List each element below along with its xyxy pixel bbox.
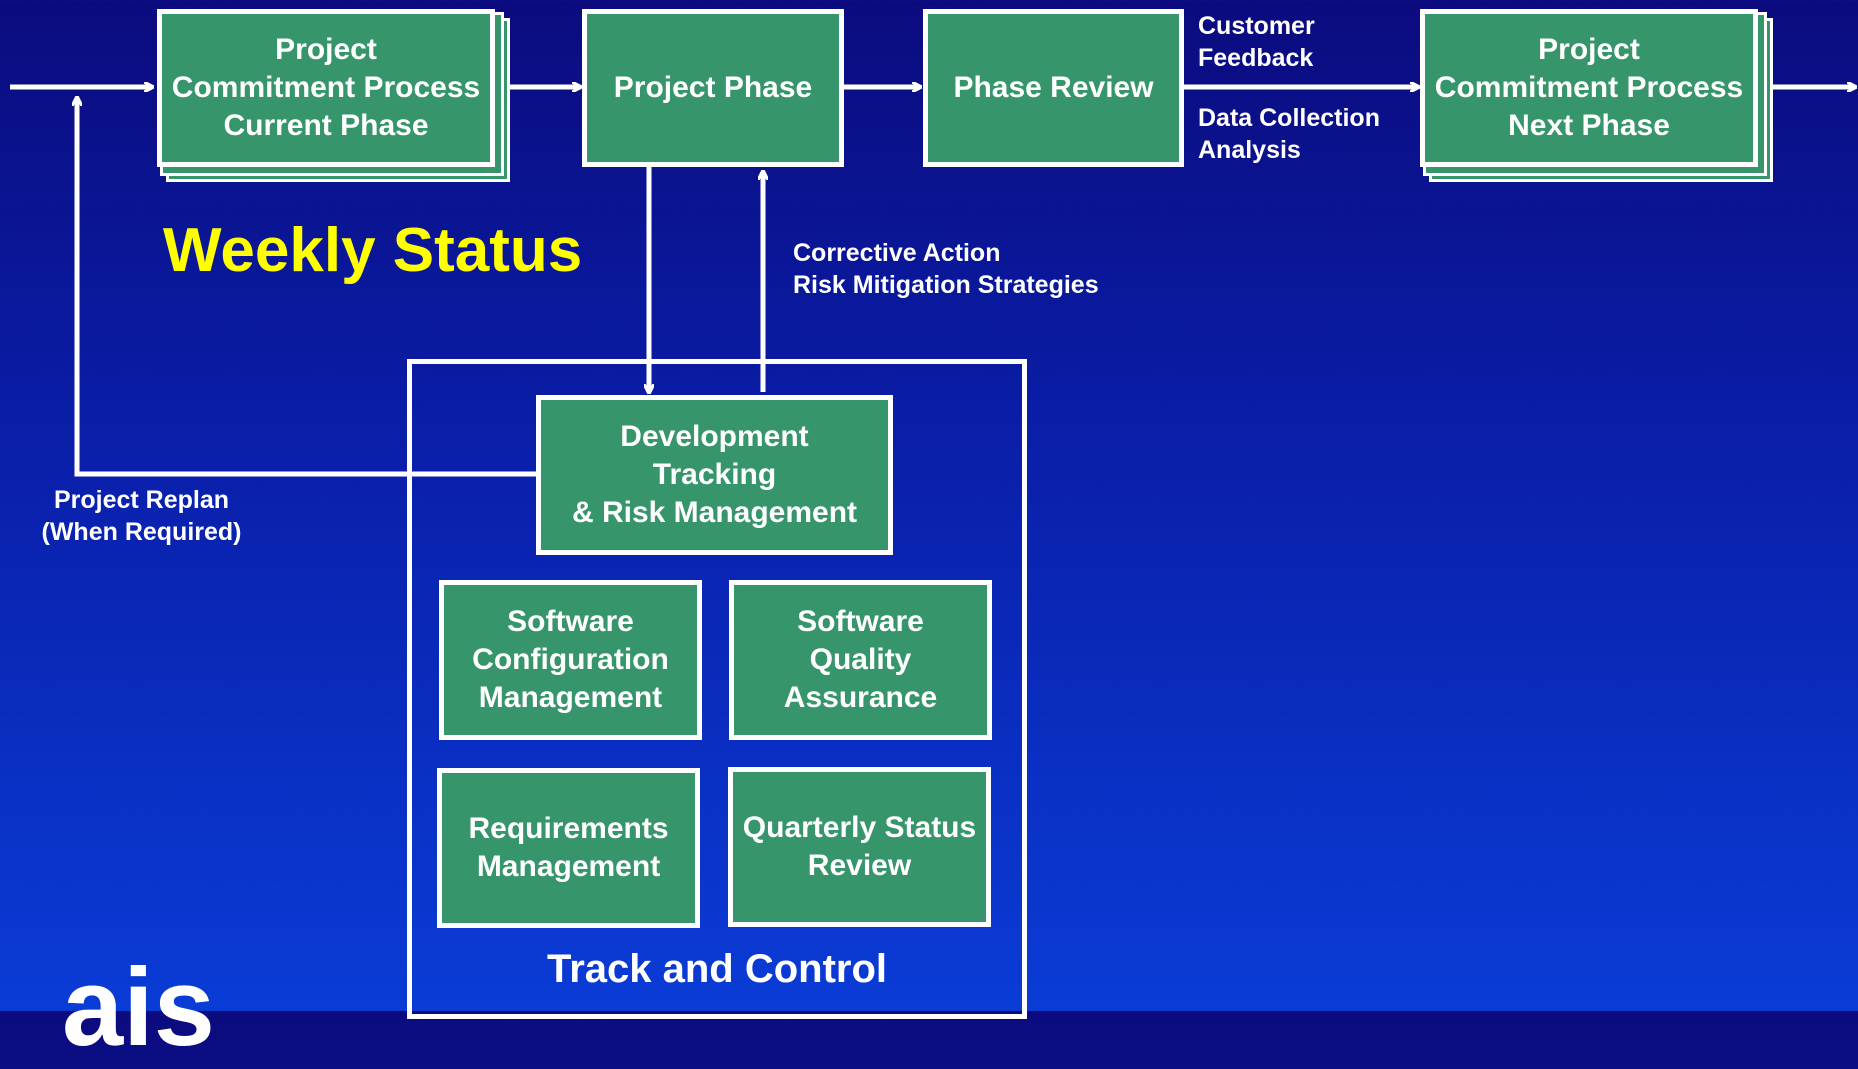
- replan-loop-line: [77, 98, 538, 477]
- project-phase-box: Project Phase: [582, 9, 844, 167]
- customer-feedback-label: Customer Feedback: [1198, 12, 1315, 72]
- data-collection-label: Data Collection Analysis: [1198, 104, 1380, 164]
- connector-lines: [72, 0, 1858, 477]
- phase-review-box: Phase Review: [923, 9, 1184, 167]
- software-configuration-management-box: Software Configuration Management: [439, 580, 702, 740]
- ais-logo: ais: [62, 946, 215, 1069]
- track-and-control-title: Track and Control: [546, 947, 888, 991]
- requirements-management-box: Requirements Management: [437, 768, 700, 928]
- commitment-process-next-box: Project Commitment Process Next Phase: [1420, 9, 1758, 167]
- corrective-action-label: Corrective Action Risk Mitigation Strate…: [793, 239, 1099, 299]
- quarterly-status-review-box: Quarterly Status Review: [728, 767, 991, 927]
- commitment-process-current-box: Project Commitment Process Current Phase: [157, 9, 495, 167]
- development-tracking-box: Development Tracking & Risk Management: [536, 395, 893, 555]
- software-quality-assurance-box: Software Quality Assurance: [729, 580, 992, 740]
- project-replan-label: Project Replan (When Required): [41, 486, 242, 546]
- weekly-status-heading: Weekly Status: [163, 216, 583, 285]
